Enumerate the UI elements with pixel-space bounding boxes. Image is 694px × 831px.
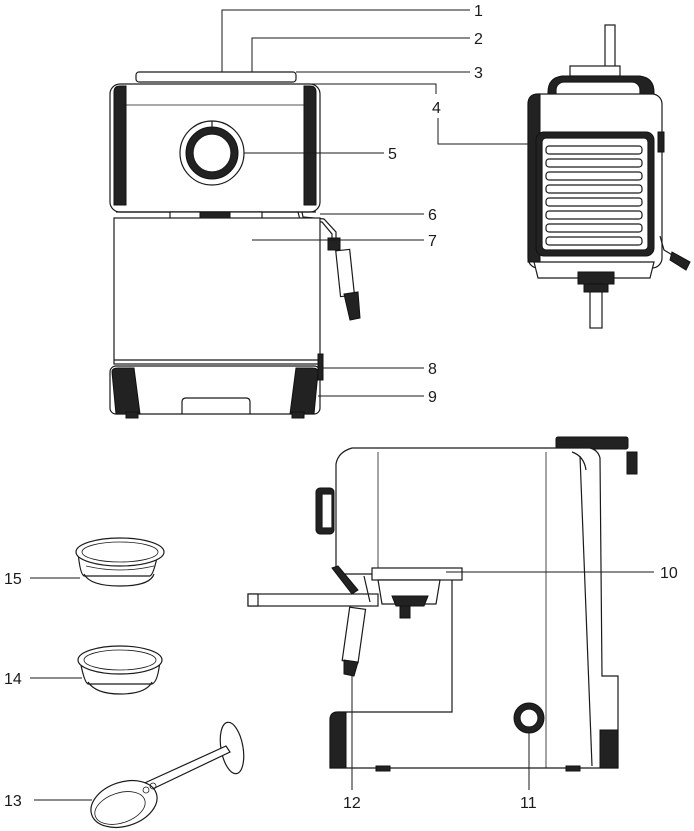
measuring-spoon-tamper (85, 720, 247, 831)
callout-9: 9 (428, 389, 437, 406)
callout-6: 6 (428, 207, 437, 224)
callout-7: 7 (428, 233, 437, 250)
callout-5: 5 (388, 146, 397, 163)
callout-14: 14 (4, 671, 22, 688)
callout-15: 15 (4, 571, 22, 588)
filter-basket-double (76, 538, 164, 586)
side-view (248, 437, 637, 771)
callout-2: 2 (474, 31, 483, 48)
front-view (110, 72, 360, 418)
filter-basket-single (78, 646, 162, 694)
side-body (330, 448, 618, 768)
callout-8: 8 (428, 361, 437, 378)
callout-11: 11 (520, 795, 537, 812)
rear-view (528, 25, 690, 328)
front-top-lid (136, 72, 296, 82)
callout-12: 12 (343, 795, 361, 812)
callout-3: 3 (474, 65, 483, 82)
callout-4: 4 (432, 100, 441, 117)
callout-13: 13 (4, 793, 22, 810)
callout-1: 1 (474, 3, 483, 20)
side-steam-wand (332, 566, 370, 676)
callout-10: 10 (660, 565, 678, 582)
